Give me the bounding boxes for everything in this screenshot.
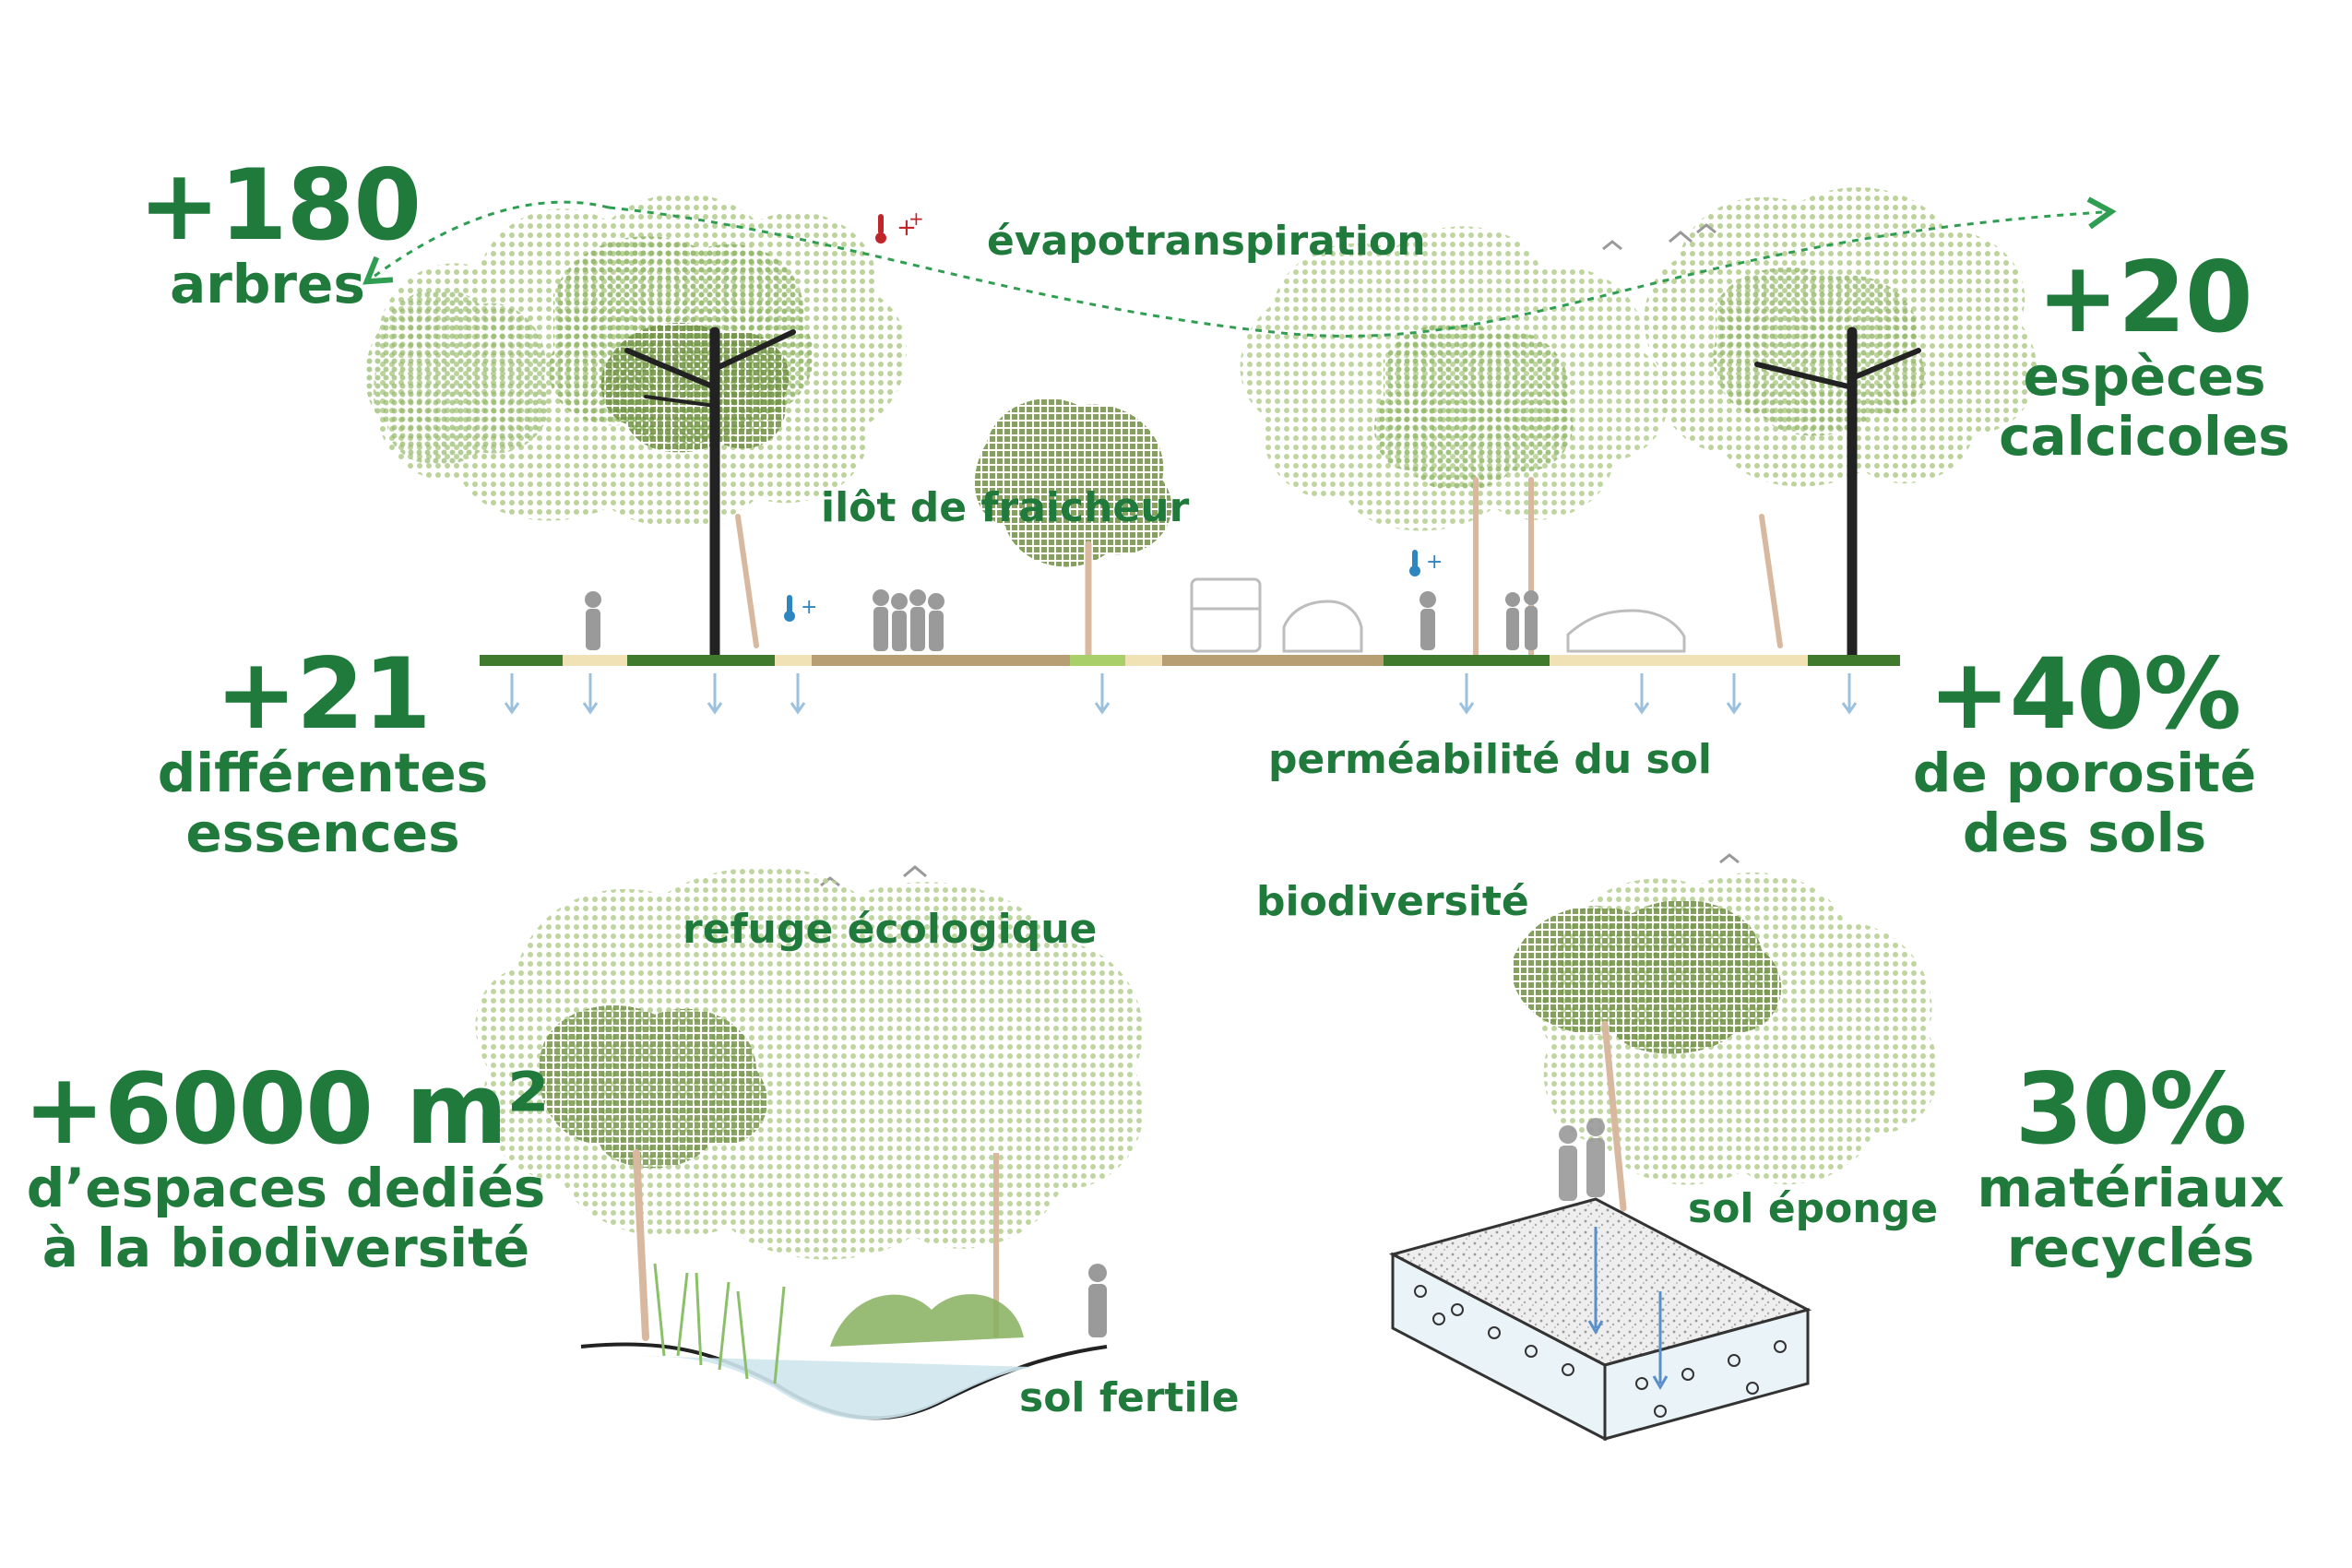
label-ecological-refuge: refuge écologique [683,906,1098,953]
thermometer-cool-icon: + + [784,550,1443,622]
svg-text:+: + [909,208,924,230]
street-section-foliage [365,187,2037,567]
label-soil-permeability: perméabilité du sol [1268,736,1712,783]
label-biodiversity: biodiversité [1256,878,1529,925]
stat-species-label-1: espèces [2023,345,2266,408]
stat-essences-label-1: différentes [157,742,489,804]
stat-species-number: +20 [2037,241,2252,354]
bird-icon [820,223,1740,887]
label-fertile-soil: sol fertile [1019,1374,1240,1421]
street-tree-trunks [624,327,1921,660]
stat-species-label-2: calcicoles [1999,404,2290,468]
stat-biodiversity-area-label-2: à la biodiversité [42,1216,530,1279]
stat-essences: +21 différentes essences [148,646,498,863]
stat-recycled: 30% matériaux recyclés [1965,1061,2297,1278]
stat-species: +20 espèces calcicoles [1983,249,2306,467]
stat-porosity-label-1: de porosité [1912,742,2257,804]
stat-recycled-label-1: matériaux [1977,1157,2285,1219]
person-icon [585,589,1538,651]
stat-porosity-label-2: des sols [1962,801,2207,864]
stat-porosity: +40% de porosité des sols [1882,646,2287,863]
thermometer-heat-icon: + + [875,208,924,244]
stat-biodiversity-area-label-1: d’espaces dediés [26,1157,546,1219]
svg-text:+: + [801,596,817,619]
stat-biodiversity-area: +6000 m² d’espaces dediés à la biodivers… [18,1061,553,1278]
stat-trees: +180 arbres [138,148,422,315]
car-icon [1282,600,1686,653]
svg-text:+: + [1426,551,1443,574]
svg-text:+: + [897,214,917,242]
label-evapotranspiration: évapotranspiration [987,218,1426,265]
stat-porosity-number: +40% [1928,637,2242,751]
label-sponge-soil: sol éponge [1688,1185,1939,1232]
bus-icon [1190,577,1262,653]
sponge-soil-illustration [1388,872,1939,1442]
stat-recycled-label-2: recyclés [2006,1216,2255,1279]
stat-essences-number: +21 [215,637,431,751]
water-drop-icon [504,673,1858,715]
stat-trees-label: arbres [170,253,365,315]
stat-essences-label-2: essences [185,801,460,864]
stat-biodiversity-area-number: +6000 m² [23,1052,550,1166]
ground-strip [480,655,1900,666]
hiker-icon [1088,1264,1107,1337]
refuge-illustration [475,867,1145,1420]
evapotranspiration-arrows [362,196,2117,338]
stat-recycled-number: 30% [2014,1052,2248,1166]
stat-trees-number: +180 [138,148,422,262]
label-cool-island: ilôt de fraicheur [821,484,1190,531]
